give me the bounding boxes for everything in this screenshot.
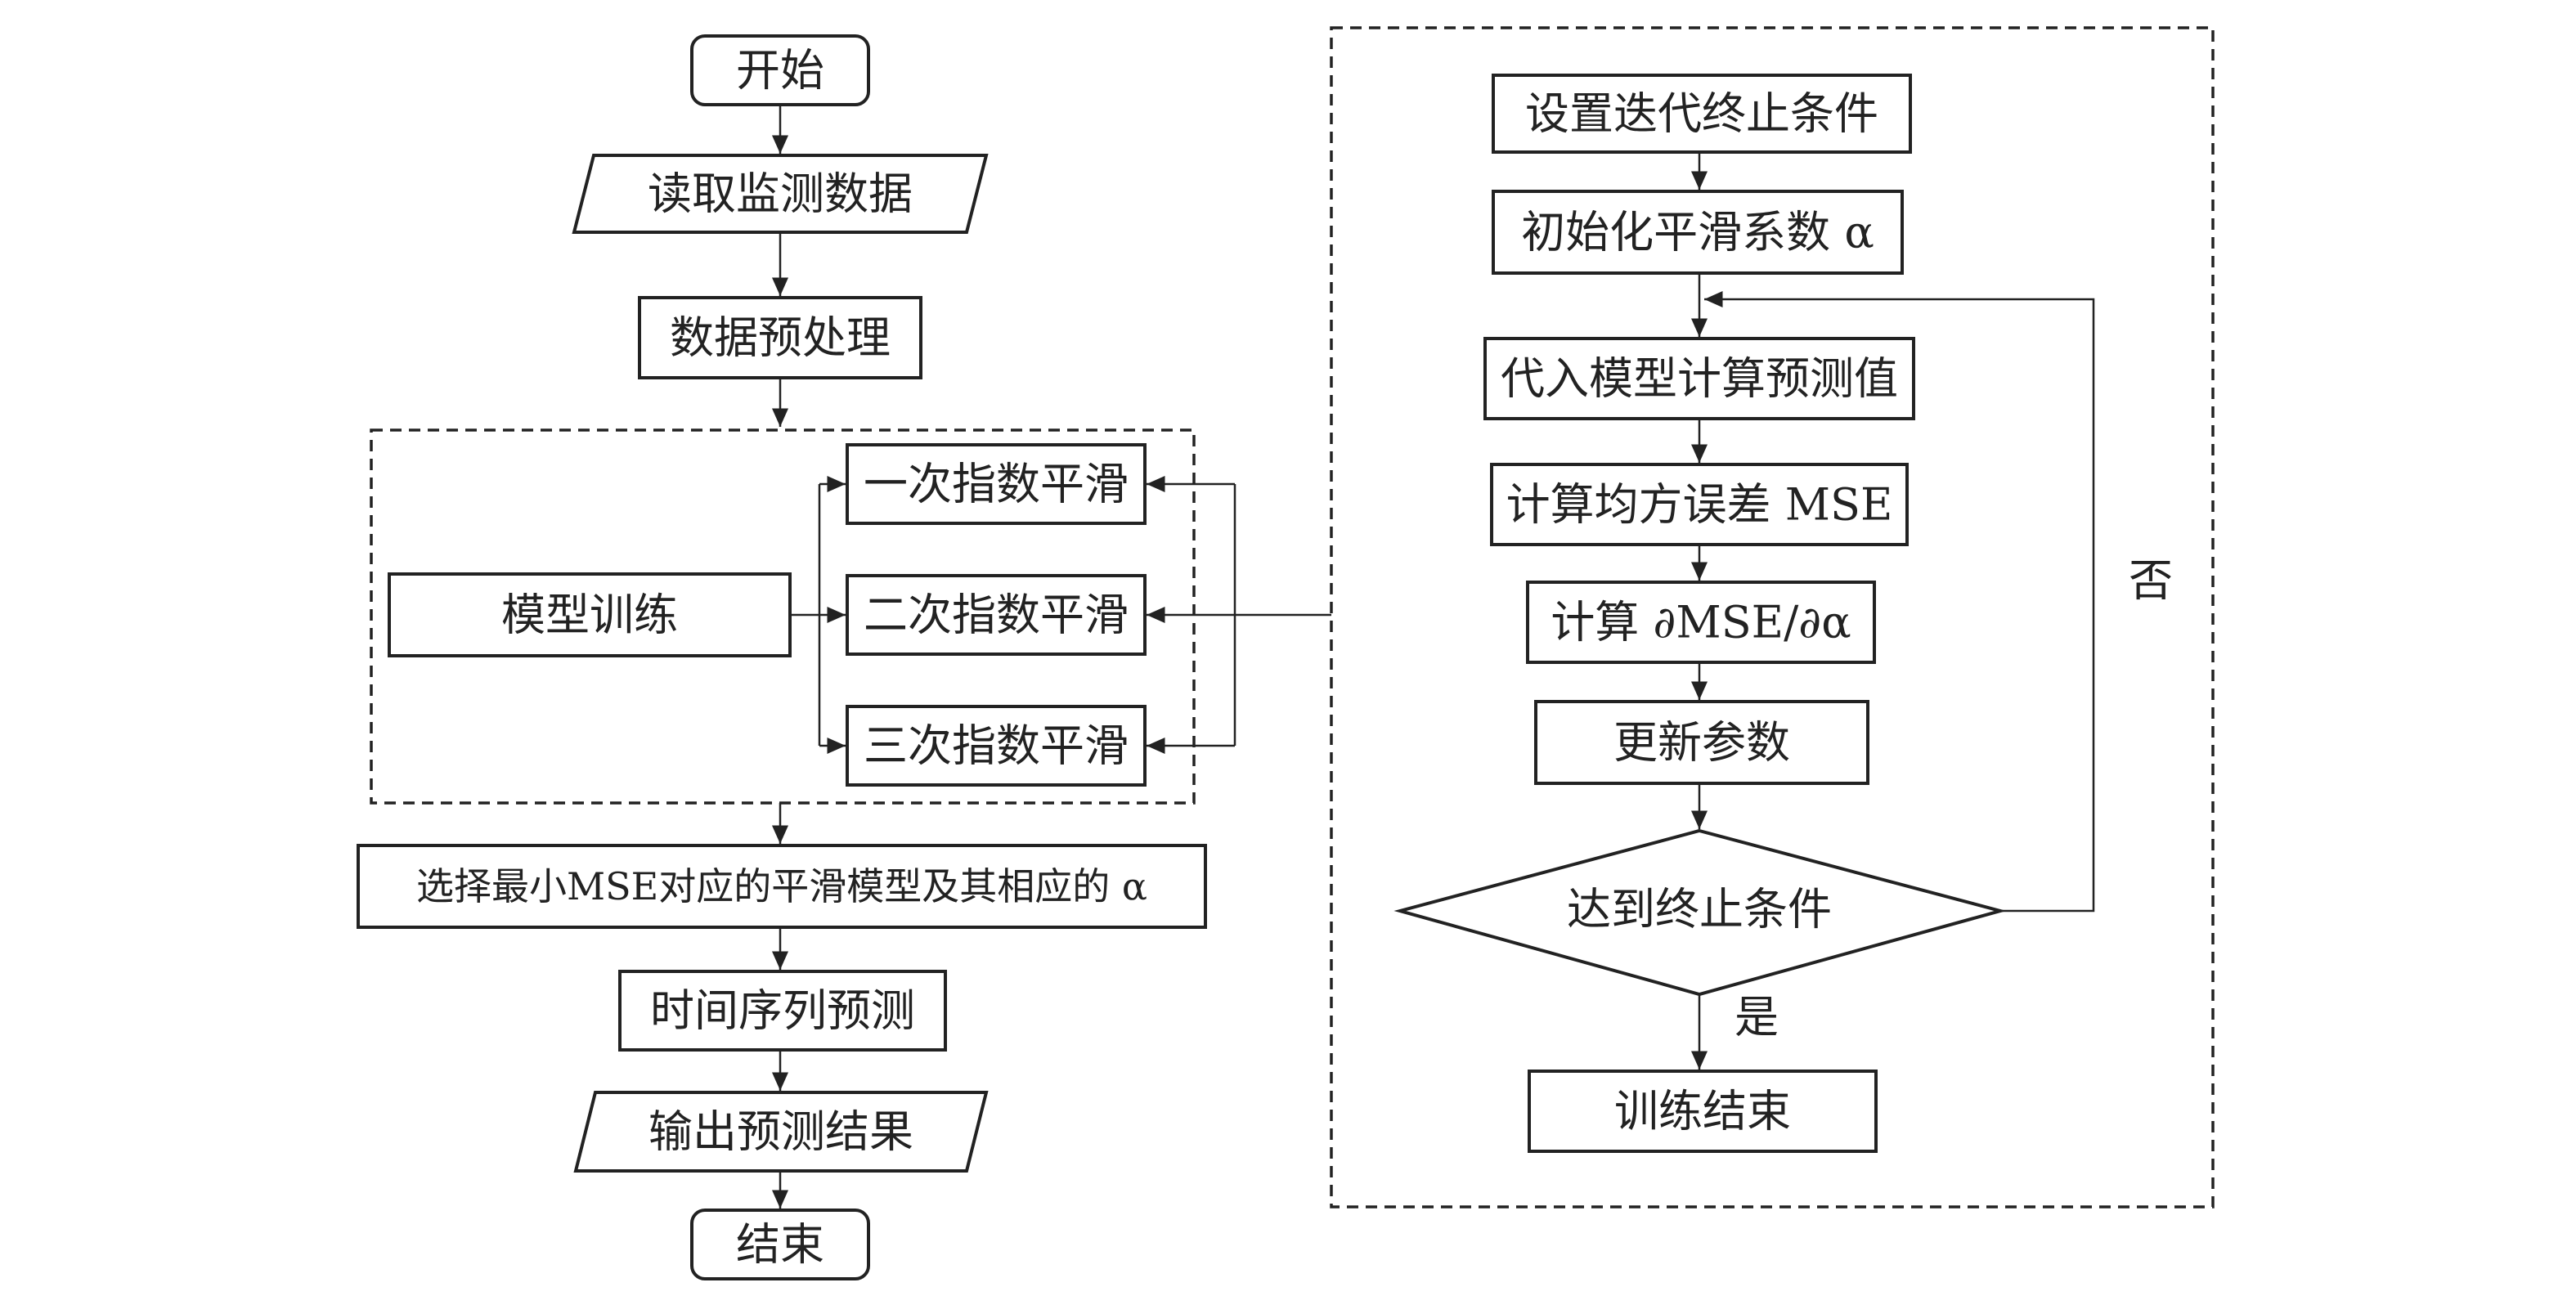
set-stop-condition-label: 设置迭代终止条件	[1525, 88, 1878, 140]
yes-branch-label: 是	[1735, 992, 1779, 1043]
select-model-label: 选择最小MSE对应的平滑模型及其相应的 α	[416, 864, 1147, 908]
compute-mse-label: 计算均方误差 MSE	[1506, 479, 1893, 531]
stop-check-label: 达到终止条件	[1567, 884, 1832, 935]
end-label: 结束	[736, 1219, 824, 1271]
stop-check-decision	[1393, 828, 2007, 997]
compute-gradient-box	[1526, 581, 1876, 664]
start-label: 开始	[736, 45, 824, 96]
read-data-io	[572, 154, 989, 234]
compute-gradient-label: 计算 ∂MSE/∂α	[1551, 597, 1851, 648]
output-result-label: 输出预测结果	[648, 1106, 913, 1158]
update-params-box	[1534, 700, 1869, 785]
forecast-label: 时间序列预测	[650, 985, 915, 1037]
model-training-box	[388, 572, 792, 657]
double-smoothing-box	[846, 574, 1147, 656]
compute-prediction-label: 代入模型计算预测值	[1501, 353, 1898, 405]
preprocess-label: 数据预处理	[670, 312, 891, 364]
right-flow-connectors	[1691, 152, 2095, 1070]
training-procedure-group-frame	[1330, 26, 2215, 1209]
update-params-label: 更新参数	[1613, 717, 1790, 769]
triple-smoothing-label: 三次指数平滑	[864, 720, 1129, 772]
no-branch-label: 否	[2129, 555, 2173, 607]
preprocess-box	[638, 296, 922, 379]
model-training-group-frame	[370, 428, 1196, 805]
triple-smoothing-box	[846, 705, 1147, 787]
forecast-box	[618, 970, 947, 1052]
left-flow-connectors	[772, 105, 1331, 1209]
start-terminal	[690, 34, 870, 106]
end-terminal	[690, 1209, 870, 1280]
double-smoothing-label: 二次指数平滑	[864, 590, 1129, 641]
init-alpha-box	[1492, 190, 1904, 275]
init-alpha-label: 初始化平滑系数 α	[1521, 207, 1874, 258]
model-training-label: 模型训练	[501, 590, 678, 641]
read-data-label: 读取监测数据	[648, 168, 913, 220]
output-result-io	[573, 1091, 989, 1173]
single-smoothing-label: 一次指数平滑	[864, 459, 1129, 510]
select-model-box	[357, 844, 1207, 929]
set-stop-condition-box	[1492, 74, 1912, 154]
compute-mse-box	[1490, 463, 1909, 546]
compute-prediction-box	[1483, 337, 1915, 420]
single-smoothing-box	[846, 443, 1147, 525]
training-end-box	[1528, 1070, 1878, 1153]
training-end-label: 训练结束	[1614, 1086, 1791, 1137]
